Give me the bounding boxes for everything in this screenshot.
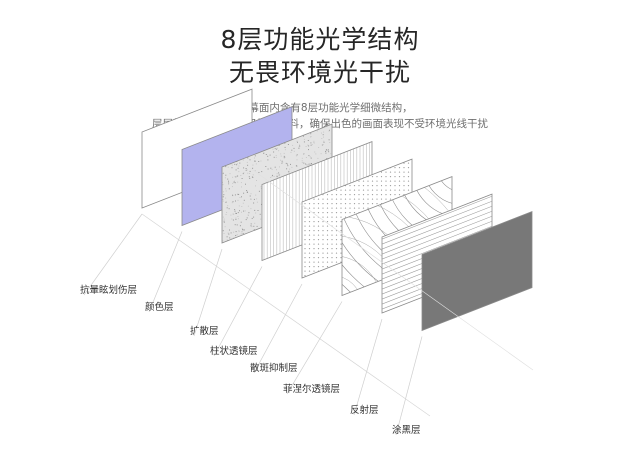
leader-line-1 [83,213,143,296]
layer-label-5: 散斑抑制层 [250,363,298,374]
layer-label-2: 颜色层 [145,302,174,313]
leader-line-3 [193,248,223,337]
leader-line-6 [286,301,343,395]
layer-label-8: 涂黑层 [392,425,421,436]
leader-line-5 [253,283,303,374]
description-line-1: 纤薄幕面内含有8层功能光学细微结构， [227,102,413,114]
layer-label-7: 反射层 [350,405,379,416]
headline-line-2: 无畏环境光干扰 [228,58,411,87]
layer-label-4: 柱状透镜层 [210,346,258,357]
leader-line-7 [353,318,383,416]
layer-panel-8 [421,211,533,332]
layer-label-1: 抗暈眩划伤层 [80,285,138,296]
top-guide-line [249,167,534,371]
base-guide-line [141,213,431,417]
leader-line-8 [395,336,423,436]
leader-line-2 [148,231,183,313]
headline-line-1: 8层功能光学结构 [220,25,420,54]
layer-label-6: 菲涅尔透镜层 [283,384,341,395]
layer-label-3: 扩散层 [190,326,219,337]
leader-line-4 [213,266,263,357]
